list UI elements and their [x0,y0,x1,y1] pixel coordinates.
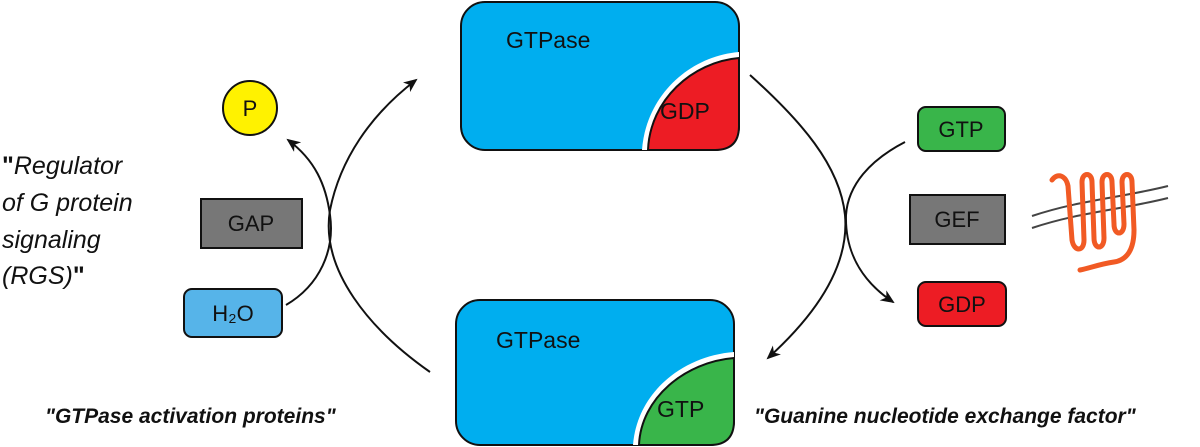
phosphate: P [222,80,278,136]
gdp-top-wedge [646,56,740,151]
receptor-helices [1049,172,1137,273]
arrow-gtp-to-gdp-cycle [327,78,431,373]
rgs-line-3: signaling [2,226,101,254]
rgs-line-1: Regulator [14,152,124,180]
rgs-line-4: (RGS) [2,262,73,290]
gdp-box: GDP [917,281,1007,327]
rgs-line-2: of G protein [2,189,133,217]
rgs-close-quote: " [73,262,85,290]
rgs-open-quote: " [2,152,14,180]
water-box: H₂O [183,288,283,338]
gtpase-gdp-complex: GTPase GDP [460,1,740,151]
gef-box: GEF [909,194,1006,245]
gtp-box-label: GTP [938,117,983,142]
rgs-label: "Regulator of G protein signaling (RGS)" [2,152,133,290]
gpcr-receptor-icon [1031,172,1169,273]
gtp-bottom-wedge [637,356,735,446]
svg-text:"Regulator: "Regulator [2,152,124,180]
phosphate-circle [222,80,278,136]
gap-rect [200,198,303,249]
gtpase-gtp-complex: GTPase GTP [455,299,735,446]
water-label: H₂O [212,301,254,326]
membrane-line-2 [1031,197,1169,229]
gap-label: GAP [228,211,274,236]
water-rect [183,288,283,338]
gtp-box: GTP [917,106,1006,152]
gap-box: GAP [200,198,303,249]
gdp-rect [917,281,1007,327]
gdp-top-label: GDP [660,98,710,124]
gtpase-top-label: GTPase [506,27,590,53]
gtp-rect [917,106,1006,152]
arrow-gdp-to-gtp-cycle [749,74,847,360]
gap-caption: "GTPase activation proteins" [45,405,337,428]
arrow-water-to-phosphate [285,138,332,306]
arrow-gtp-to-gdp-exchange [844,141,906,304]
gef-label: GEF [934,207,979,232]
membrane-line-1 [1031,185,1169,217]
gdp-box-label: GDP [938,292,986,317]
phosphate-label: P [243,96,258,121]
svg-text:(RGS)": (RGS)" [2,262,85,290]
gef-caption: "Guanine nucleotide exchange factor" [754,405,1137,428]
gef-rect [909,194,1006,245]
gtp-bottom-label: GTP [657,396,704,422]
gtpase-bottom-label: GTPase [496,327,580,353]
